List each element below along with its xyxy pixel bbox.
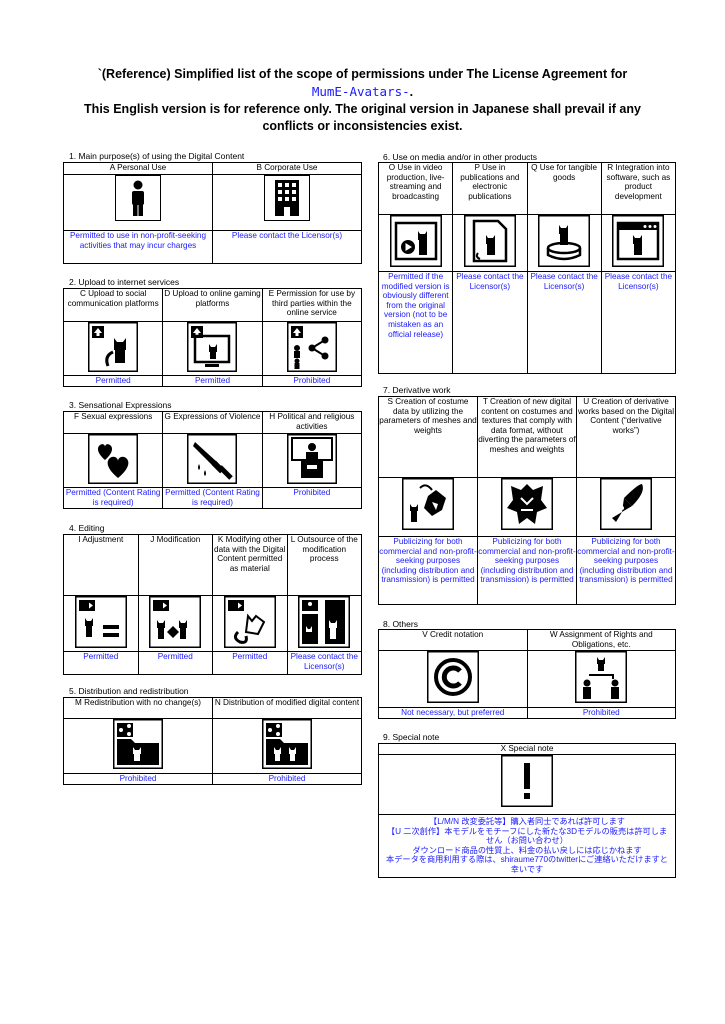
perm-h: Prohibited	[261, 487, 363, 509]
outsource-icon	[286, 595, 362, 652]
header-o-video: O Use in video production, live-streamin…	[377, 162, 454, 215]
header-m-redistribution: M Redistribution with no change(s)	[63, 697, 213, 719]
section-8-label: 8. Others	[383, 619, 418, 629]
perm-b: Please contact the Licensor(s)	[212, 230, 362, 264]
header-s-costume: S Creation of costume data by utilizing …	[378, 396, 478, 478]
perm-d: Permitted	[162, 375, 263, 387]
header-g-violence: G Expressions of Violence	[162, 411, 263, 434]
special-note-text: 【L/M/N 改変委託等】購入者同士であれば許可します 【U 二次創作】本モデル…	[378, 814, 676, 878]
section-4-label: 4. Editing	[69, 523, 105, 533]
perm-e: Prohibited	[261, 375, 363, 387]
upload-social-icon	[62, 321, 164, 376]
share-third-party-icon	[261, 321, 363, 376]
perm-f: Permitted (Content Rating is required)	[62, 487, 164, 509]
header-t-texture: T Creation of new digital content on cos…	[477, 396, 577, 478]
header-c-upload-social: C Upload to social communication platfor…	[62, 288, 164, 322]
section-2-label: 2. Upload to internet services	[69, 277, 180, 287]
header-w-assignment: W Assignment of Rights and Obligations, …	[526, 629, 676, 651]
perm-u: Publicizing for both commercial and non-…	[576, 536, 676, 605]
document-header: `(Reference) Simplified list of the scop…	[0, 66, 725, 135]
header-u-derivative: U Creation of derivative works based on …	[576, 396, 676, 478]
perm-g: Permitted (Content Rating is required)	[162, 487, 263, 509]
section-1-label: 1. Main purpose(s) of using the Digital …	[69, 151, 245, 161]
perm-q: Please contact the Licensor(s)	[526, 271, 602, 374]
special-note-line-4: 本データを商用利用する際は、shiraume770のtwitterにご連絡いただ…	[386, 855, 668, 874]
section-3-table: F Sexual expressions G Expressions of Vi…	[62, 411, 363, 509]
assignment-icon	[526, 650, 676, 708]
perm-j: Permitted	[137, 651, 213, 675]
header-v-credit: V Credit notation	[378, 629, 528, 651]
header-k-material: K Modifying other data with the Digital …	[212, 534, 288, 596]
section-6-label: 6. Use on media and/or in other products	[383, 152, 538, 162]
section-7-label: 7. Derivative work	[383, 385, 451, 395]
header-l-outsource: L Outsource of the modification process	[286, 534, 362, 596]
perm-c: Permitted	[62, 375, 164, 387]
video-icon	[377, 214, 454, 272]
software-icon	[600, 214, 677, 272]
product-name: MumE-Avatars-	[311, 84, 410, 99]
special-note-line-3: ダウンロード商品の性質上、料金の払い戻しには応じかねます	[412, 845, 642, 855]
header-a-personal-use: A Personal Use	[63, 162, 213, 175]
section-9-label: 9. Special note	[383, 732, 440, 742]
section-2-table: C Upload to social communication platfor…	[62, 288, 363, 387]
perm-i: Permitted	[63, 651, 139, 675]
section-6-table: O Use in video production, live-streamin…	[377, 162, 677, 374]
perm-m: Prohibited	[63, 773, 213, 785]
pen-icon	[576, 477, 676, 537]
section-8-table: V Credit notation W Assignment of Rights…	[378, 629, 676, 719]
hearts-icon	[62, 433, 164, 488]
special-note-line-2: 【U 二次創作】本モデルをモチーフにした新たな3Dモデルの販売は許可しません（お…	[386, 826, 668, 846]
header-h-political: H Political and religious activities	[261, 411, 363, 434]
perm-o: Permitted if the modified version is obv…	[377, 271, 454, 374]
perm-a: Permitted to use in non-profit-seeking a…	[63, 230, 213, 264]
perm-t: Publicizing for both commercial and non-…	[477, 536, 577, 605]
section-4-table: I Adjustment J Modification K Modifying …	[63, 534, 362, 675]
perm-k: Permitted	[212, 651, 288, 675]
exclamation-icon	[378, 754, 676, 815]
header-e-third-party: E Permission for use by third parties wi…	[261, 288, 363, 322]
perm-r: Please contact the Licensor(s)	[600, 271, 677, 374]
adjust-icon	[63, 595, 139, 652]
goods-icon	[526, 214, 602, 272]
perm-l: Please contact the Licensor(s)	[286, 651, 362, 675]
header-line-1: `(Reference) Simplified list of the scop…	[97, 67, 628, 81]
header-n-distribution-modified: N Distribution of modified digital conte…	[212, 697, 362, 719]
section-7-table: S Creation of costume data by utilizing …	[378, 396, 676, 605]
header-j-modification: J Modification	[137, 534, 213, 596]
section-9-table: X Special note 【L/M/N 改変委託等】購入者同士であれば許可し…	[378, 743, 676, 878]
header-r-software: R Integration into software, such as pro…	[600, 162, 677, 215]
header-disclaimer: This English version is for reference on…	[84, 102, 641, 133]
header-b-corporate-use: B Corporate Use	[212, 162, 362, 175]
perm-w: Prohibited	[526, 707, 676, 719]
section-3-label: 3. Sensational Expressions	[69, 400, 172, 410]
perm-v: Not necessary, but preferred	[378, 707, 528, 719]
podium-icon	[261, 433, 363, 488]
section-1-table: A Personal Use B Corporate Use Permitted…	[63, 162, 362, 264]
publication-icon	[452, 214, 528, 272]
perm-n: Prohibited	[212, 773, 362, 785]
section-5-table: M Redistribution with no change(s) N Dis…	[63, 697, 362, 785]
section-5-label: 5. Distribution and redistribution	[69, 686, 189, 696]
header-x-special-note: X Special note	[378, 743, 676, 755]
header-i-adjustment: I Adjustment	[63, 534, 139, 596]
building-icon	[212, 174, 362, 231]
header-p-publications: P Use in publications and electronic pub…	[452, 162, 528, 215]
person-icon	[63, 174, 213, 231]
redistribute-icon	[63, 718, 213, 774]
knife-icon	[162, 433, 263, 488]
upload-game-icon	[162, 321, 263, 376]
perm-p: Please contact the Licensor(s)	[452, 271, 528, 374]
perm-s: Publicizing for both commercial and non-…	[378, 536, 478, 605]
redistribute-modified-icon	[212, 718, 362, 774]
product-dot: .	[409, 85, 414, 99]
special-note-line-1: 【L/M/N 改変委託等】購入者同士であれば許可します	[429, 817, 625, 826]
copyright-icon	[378, 650, 528, 708]
modify-icon	[137, 595, 213, 652]
header-f-sexual: F Sexual expressions	[62, 411, 164, 434]
texture-icon	[477, 477, 577, 537]
header-q-goods: Q Use for tangible goods	[526, 162, 602, 215]
costume-icon	[378, 477, 478, 537]
header-d-upload-gaming: D Upload to online gaming platforms	[162, 288, 263, 322]
material-icon	[212, 595, 288, 652]
